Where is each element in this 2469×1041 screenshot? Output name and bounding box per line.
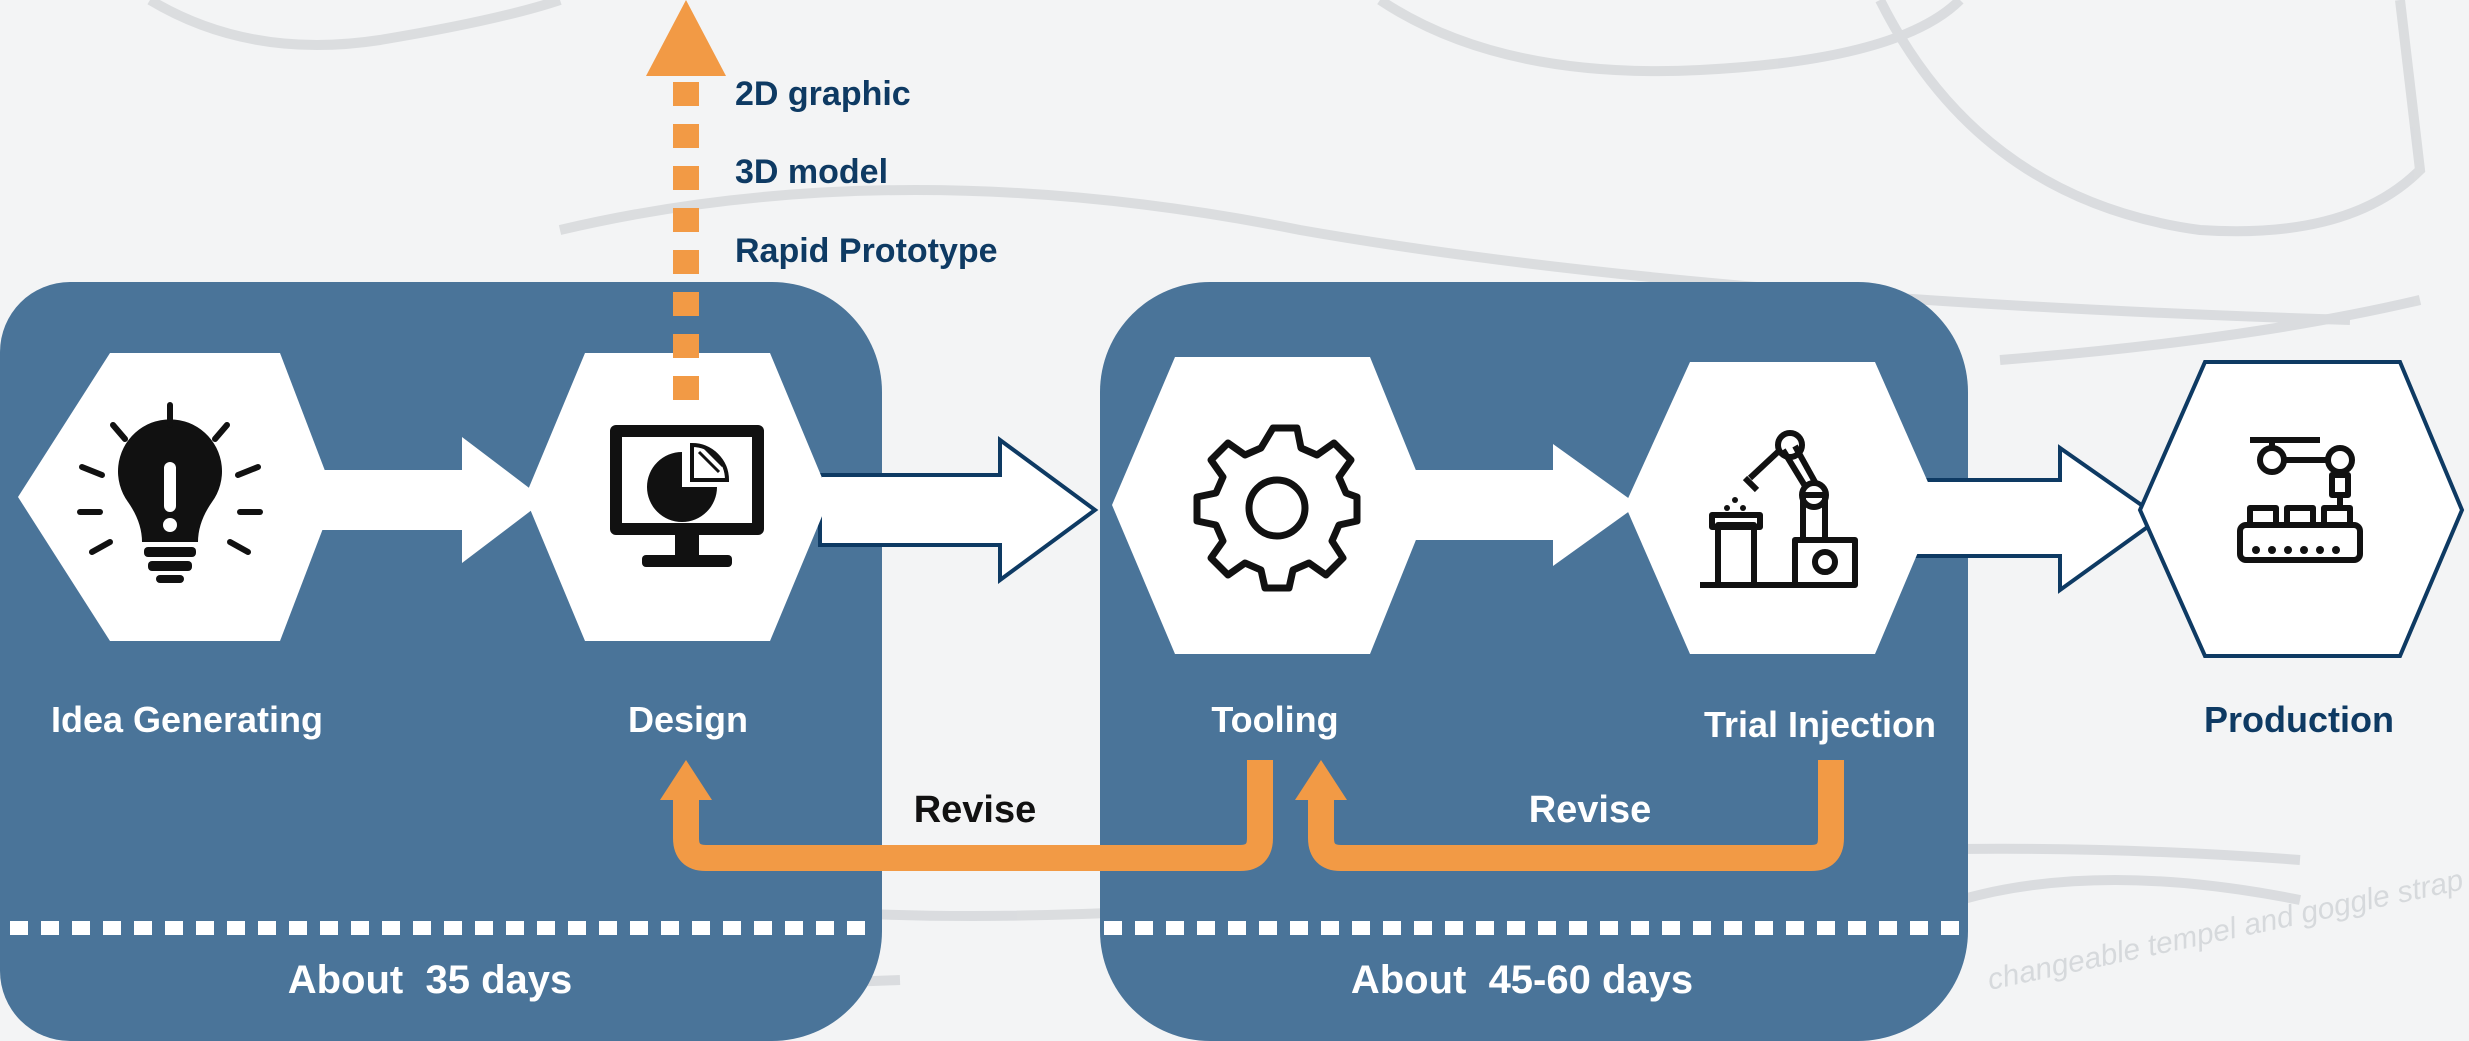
hex-tooling [1112,357,1430,654]
revise-loop-left [673,760,1273,871]
revise-loop-right [1308,760,1844,871]
label-trial-injection: Trial Injection [1704,704,1936,745]
arrow-design-to-tooling [818,436,1099,584]
design-output-arrowhead [646,0,726,76]
design-output-1: 2D graphic [735,75,911,113]
duration-right: About 45-60 days [1351,958,1693,1002]
design-output-2: 3D model [735,153,888,191]
robot-arm-icon [1700,430,1858,588]
lightbulb-icon [77,402,263,583]
label-design: Design [628,699,748,740]
monitor-chart-icon [610,425,764,567]
revise-loop-left-arrowhead [660,760,712,800]
revise-label-left: Revise [914,789,1037,831]
arrow-idea-to-design [300,437,545,563]
arrow-tooling-to-trial [1395,444,1638,566]
revise-loop-right-arrowhead [1295,760,1347,800]
arrow-trial-to-production [1908,444,2164,594]
gear-icon [1193,424,1361,592]
label-tooling: Tooling [1211,699,1338,740]
duration-left: About 35 days [288,958,573,1002]
label-production: Production [2204,699,2394,740]
hex-trial [1625,362,1938,654]
label-idea-generating: Idea Generating [51,699,323,740]
revise-label-right: Revise [1529,789,1652,831]
design-output-3: Rapid Prototype [735,232,998,270]
assembly-line-icon [2237,437,2363,563]
